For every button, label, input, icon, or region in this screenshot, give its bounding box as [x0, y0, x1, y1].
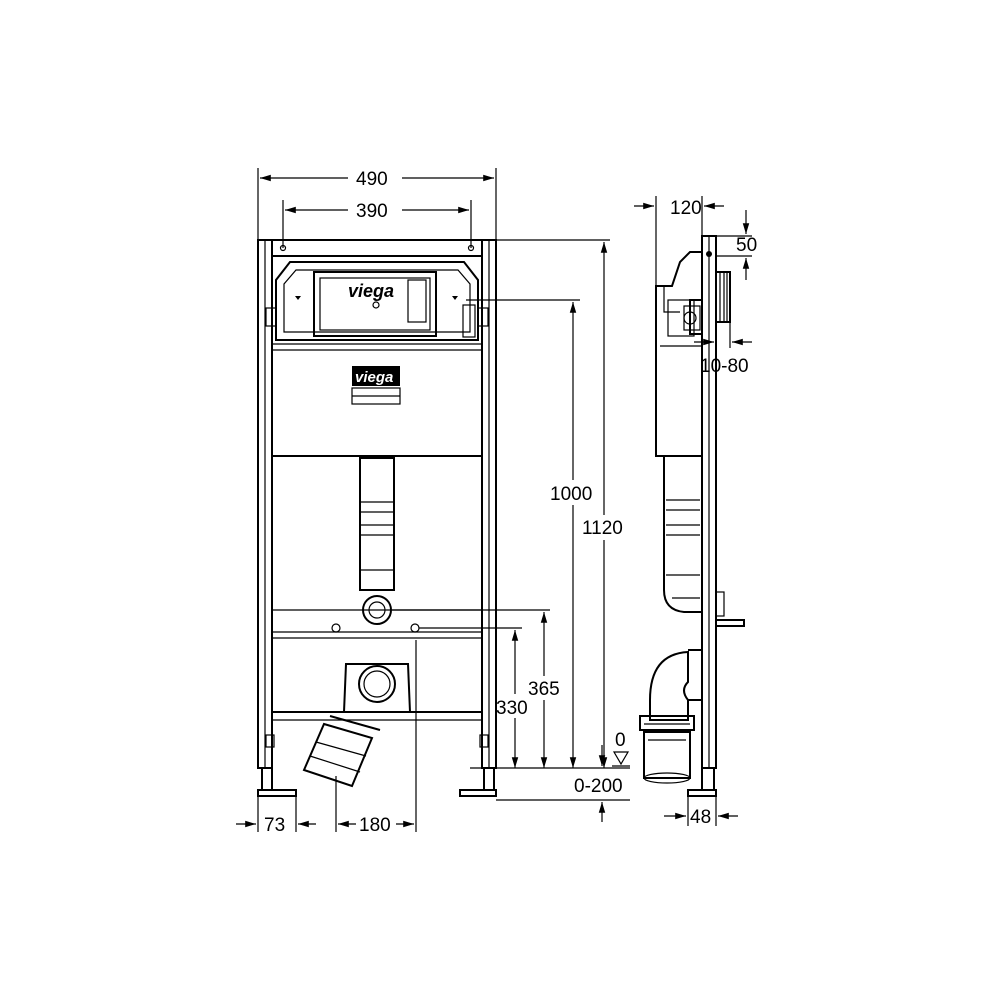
dim-180-label: 180: [359, 815, 391, 836]
cistern: viega viega: [271, 255, 483, 457]
dim-390-label: 390: [356, 201, 388, 222]
dim-365-label: 365: [528, 679, 560, 700]
side-cistern: [655, 251, 731, 457]
side-drain: [639, 649, 703, 784]
dim-1120-label: 1120: [582, 518, 623, 539]
frame-uprights: [257, 239, 497, 769]
dim-48-label: 48: [690, 807, 711, 828]
plate-logo: viega: [355, 369, 393, 386]
logo-plate: [352, 366, 400, 386]
dim-490-label: 490: [356, 169, 388, 190]
dim-10-80-label: 10-80: [700, 356, 749, 377]
dim-330-label: 330: [496, 698, 528, 719]
front-view: viega viega: [236, 168, 630, 836]
dim-50-label: 50: [736, 235, 757, 256]
dim-floor-zero-label: 0: [615, 730, 626, 751]
dim-1000-label: 1000: [550, 484, 592, 505]
drain-connector: [302, 663, 412, 788]
side-flush-pipe: [663, 456, 745, 627]
dim-floor-adjust-label: 0-200: [574, 776, 623, 797]
side-view: 120 50 10-80 48: [634, 196, 757, 828]
side-dimensions: 120 50 10-80 48: [634, 196, 757, 828]
dim-73-label: 73: [264, 815, 285, 836]
frame-feet: [257, 767, 497, 797]
front-dimensions: 490 390 1120 1000 365: [236, 168, 630, 836]
flush-pipe: [331, 457, 420, 633]
dim-120-label: 120: [670, 198, 702, 219]
cistern-logo: viega: [348, 281, 394, 301]
